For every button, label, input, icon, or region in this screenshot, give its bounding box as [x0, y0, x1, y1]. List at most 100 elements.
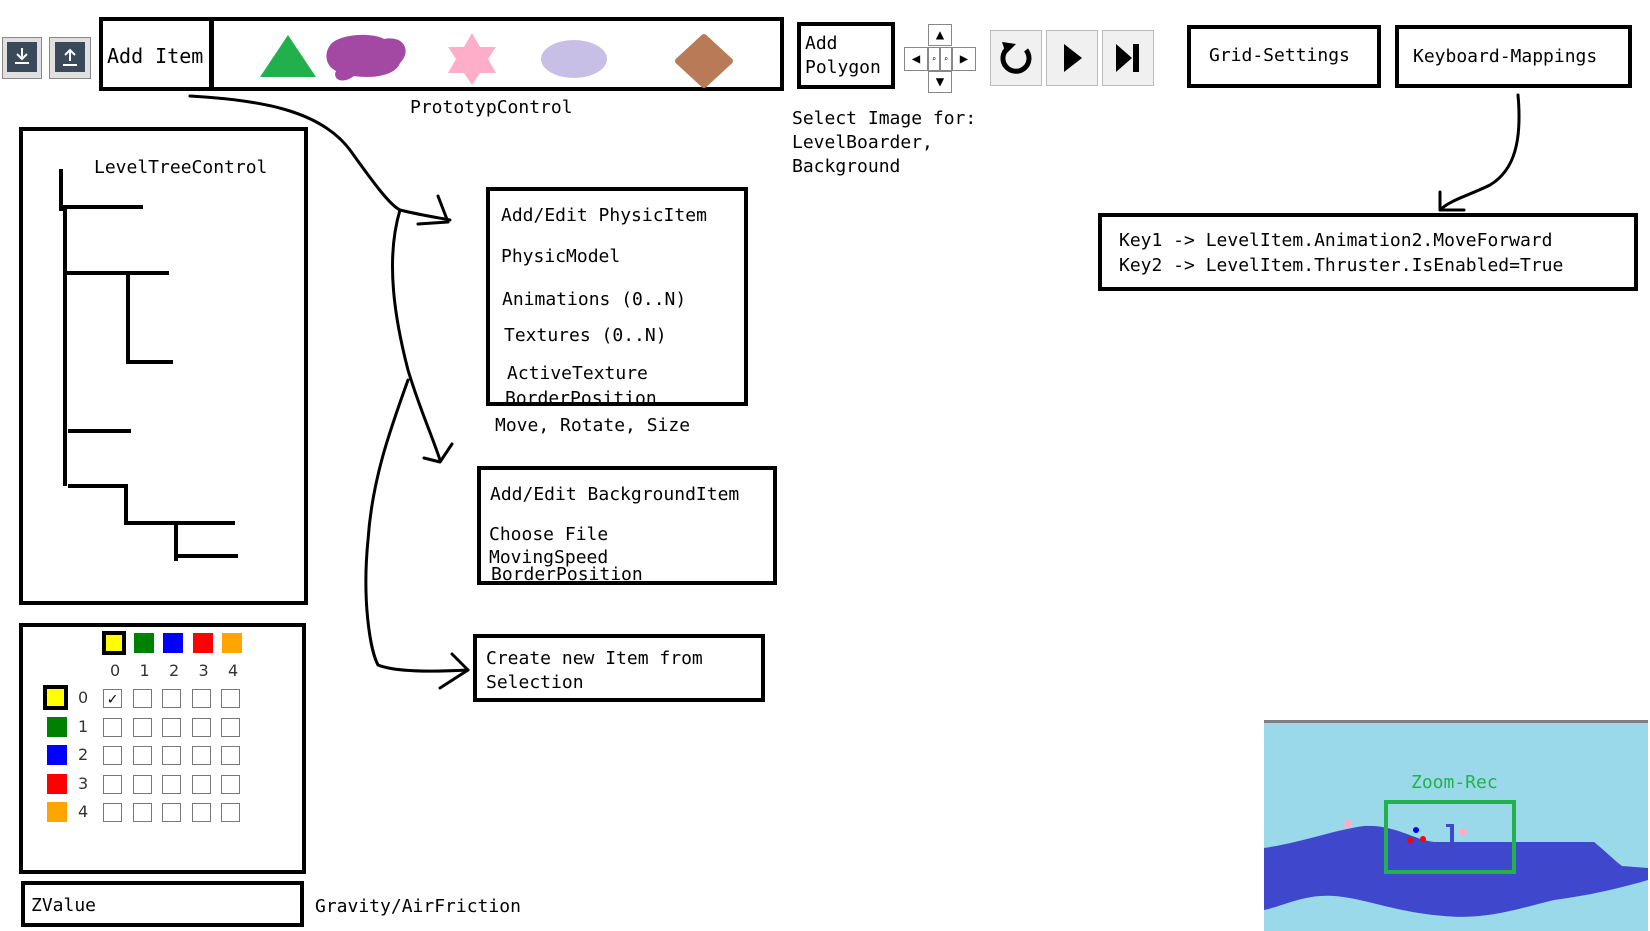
- collision-checkbox[interactable]: [162, 717, 181, 737]
- triangle-shape: [260, 35, 316, 77]
- collision-checkbox[interactable]: [132, 746, 152, 765]
- zvalue-label: ZValue: [31, 895, 97, 916]
- collision-checkbox[interactable]: [162, 774, 181, 794]
- zoom-out-icon: ⌕: [943, 55, 949, 63]
- download-button[interactable]: [2, 37, 42, 79]
- textures-line: Textures (0..N): [504, 325, 667, 346]
- choose-file-line: Choose File: [489, 524, 609, 545]
- column-index-label: 3: [198, 661, 209, 680]
- physic-item-title: Add/Edit PhysicItem: [501, 205, 707, 226]
- row-color-swatch[interactable]: [47, 773, 67, 794]
- create-item-button[interactable]: Create new Item from Selection: [473, 634, 765, 702]
- physic-item-caption: Move, Rotate, Size: [495, 415, 691, 436]
- gravity-caption: Gravity/AirFriction: [315, 896, 521, 917]
- row-index-label: 1: [78, 716, 89, 736]
- collision-checkbox[interactable]: [191, 803, 211, 822]
- collision-checkbox[interactable]: [191, 689, 211, 708]
- collision-checkbox[interactable]: [103, 746, 122, 765]
- border-position-bg-line: BorderPosition: [491, 564, 643, 585]
- row-color-swatch[interactable]: [47, 745, 67, 765]
- column-color-swatch[interactable]: [133, 633, 154, 653]
- key1-mapping: Key1 -> LevelItem.Animation2.MoveForward: [1119, 230, 1553, 251]
- zoom-rec-label: Zoom-Rec: [1411, 772, 1498, 793]
- collision-checkbox[interactable]: [162, 803, 181, 822]
- minimap-canvas: [1264, 720, 1648, 931]
- key2-mapping: Key2 -> LevelItem.Thruster.IsEnabled=Tru…: [1119, 255, 1564, 276]
- minimap-marker-blue: [1413, 827, 1419, 833]
- row-index-label: 3: [78, 773, 89, 793]
- keyboard-mapping-box: Key1 -> LevelItem.Animation2.MoveForward…: [1098, 213, 1638, 291]
- arrow-down-icon: ▼: [935, 74, 945, 90]
- animations-line: Animations (0..N): [502, 289, 687, 310]
- collision-checkbox[interactable]: [221, 803, 240, 822]
- collision-checkbox[interactable]: [221, 717, 240, 737]
- create-item-label: Create new Item from Selection: [486, 648, 703, 693]
- collision-checkbox[interactable]: [132, 689, 152, 708]
- active-texture-line: ActiveTexture: [507, 363, 648, 384]
- add-item-button[interactable]: Add Item: [99, 17, 213, 91]
- column-color-swatch[interactable]: [102, 631, 126, 655]
- column-color-swatch[interactable]: [163, 633, 183, 653]
- collision-checkbox[interactable]: [191, 746, 211, 765]
- collision-checkbox[interactable]: [103, 717, 122, 737]
- collision-checkbox[interactable]: [132, 717, 152, 737]
- collision-checkbox[interactable]: [191, 774, 211, 794]
- column-index-label: 1: [139, 661, 150, 680]
- collision-checkbox[interactable]: [132, 774, 152, 794]
- minimap-marker-pink: [1344, 820, 1352, 828]
- tree-branches: [59, 169, 238, 561]
- collision-checkbox[interactable]: [162, 746, 181, 765]
- collision-checkbox[interactable]: [221, 746, 240, 765]
- column-color-swatch[interactable]: [222, 633, 242, 653]
- arrow-right-button[interactable]: ▶: [952, 47, 976, 71]
- row-color-swatch[interactable]: [43, 685, 68, 710]
- collision-checkbox[interactable]: [162, 689, 181, 708]
- step-icon: [1116, 44, 1139, 72]
- arrow-down-button[interactable]: ▼: [928, 71, 952, 93]
- collision-checkbox[interactable]: [103, 803, 122, 822]
- reset-button[interactable]: [990, 30, 1042, 86]
- column-color-swatch[interactable]: [192, 633, 213, 653]
- background-item-title: Add/Edit BackgroundItem: [490, 484, 740, 505]
- zoom-out-button[interactable]: ⌕: [940, 47, 952, 71]
- reset-icon: [1000, 42, 1032, 74]
- keyboard-mappings-button[interactable]: Keyboard-Mappings: [1395, 25, 1632, 88]
- minimap-marker-red: [1407, 837, 1413, 843]
- add-polygon-button[interactable]: Add Polygon: [797, 22, 895, 89]
- add-item-label: Add Item: [107, 44, 204, 68]
- minimap[interactable]: Zoom-Rec: [1264, 720, 1648, 931]
- navigation-pad: ▲ ◀ ⌕ ⌕ ▶ ▼: [904, 24, 976, 94]
- step-button[interactable]: [1102, 30, 1154, 86]
- diamond-shape: [675, 34, 733, 88]
- zvalue-field[interactable]: ZValue: [21, 881, 304, 927]
- row-color-swatch[interactable]: [47, 716, 67, 737]
- collision-checkbox[interactable]: ✓: [103, 689, 122, 708]
- play-button[interactable]: [1046, 30, 1098, 86]
- arrow-up-button[interactable]: ▲: [928, 24, 952, 46]
- collision-checkbox[interactable]: [221, 774, 240, 794]
- level-tree-control[interactable]: LevelTreeControl: [19, 127, 308, 605]
- row-index-label: 4: [78, 802, 89, 821]
- background-item-box[interactable]: Add/Edit BackgroundItem Choose File Movi…: [477, 466, 777, 585]
- arrow-left-button[interactable]: ◀: [904, 47, 928, 71]
- column-index-label: 0: [110, 661, 121, 680]
- upload-button[interactable]: [49, 37, 91, 79]
- row-index-label: 0: [78, 688, 89, 707]
- arrow-left-icon: ◀: [911, 51, 921, 67]
- zoom-in-button[interactable]: ⌕: [928, 47, 940, 71]
- grid-settings-button[interactable]: Grid-Settings: [1187, 25, 1381, 88]
- zoom-rectangle: [1384, 800, 1516, 874]
- collision-checkbox[interactable]: [103, 774, 122, 794]
- column-index-label: 4: [228, 661, 239, 680]
- upload-icon: [55, 42, 85, 72]
- collision-checkbox[interactable]: [191, 717, 211, 737]
- play-icon: [1064, 44, 1082, 72]
- collision-checkbox[interactable]: [132, 803, 152, 822]
- physic-item-box[interactable]: Add/Edit PhysicItem PhysicModel Animatio…: [486, 187, 748, 406]
- row-color-swatch[interactable]: [47, 802, 67, 822]
- blob-shape: [326, 34, 406, 81]
- download-icon: [7, 42, 37, 72]
- keyboard-mappings-label: Keyboard-Mappings: [1413, 46, 1598, 67]
- collision-checkbox[interactable]: [221, 689, 240, 708]
